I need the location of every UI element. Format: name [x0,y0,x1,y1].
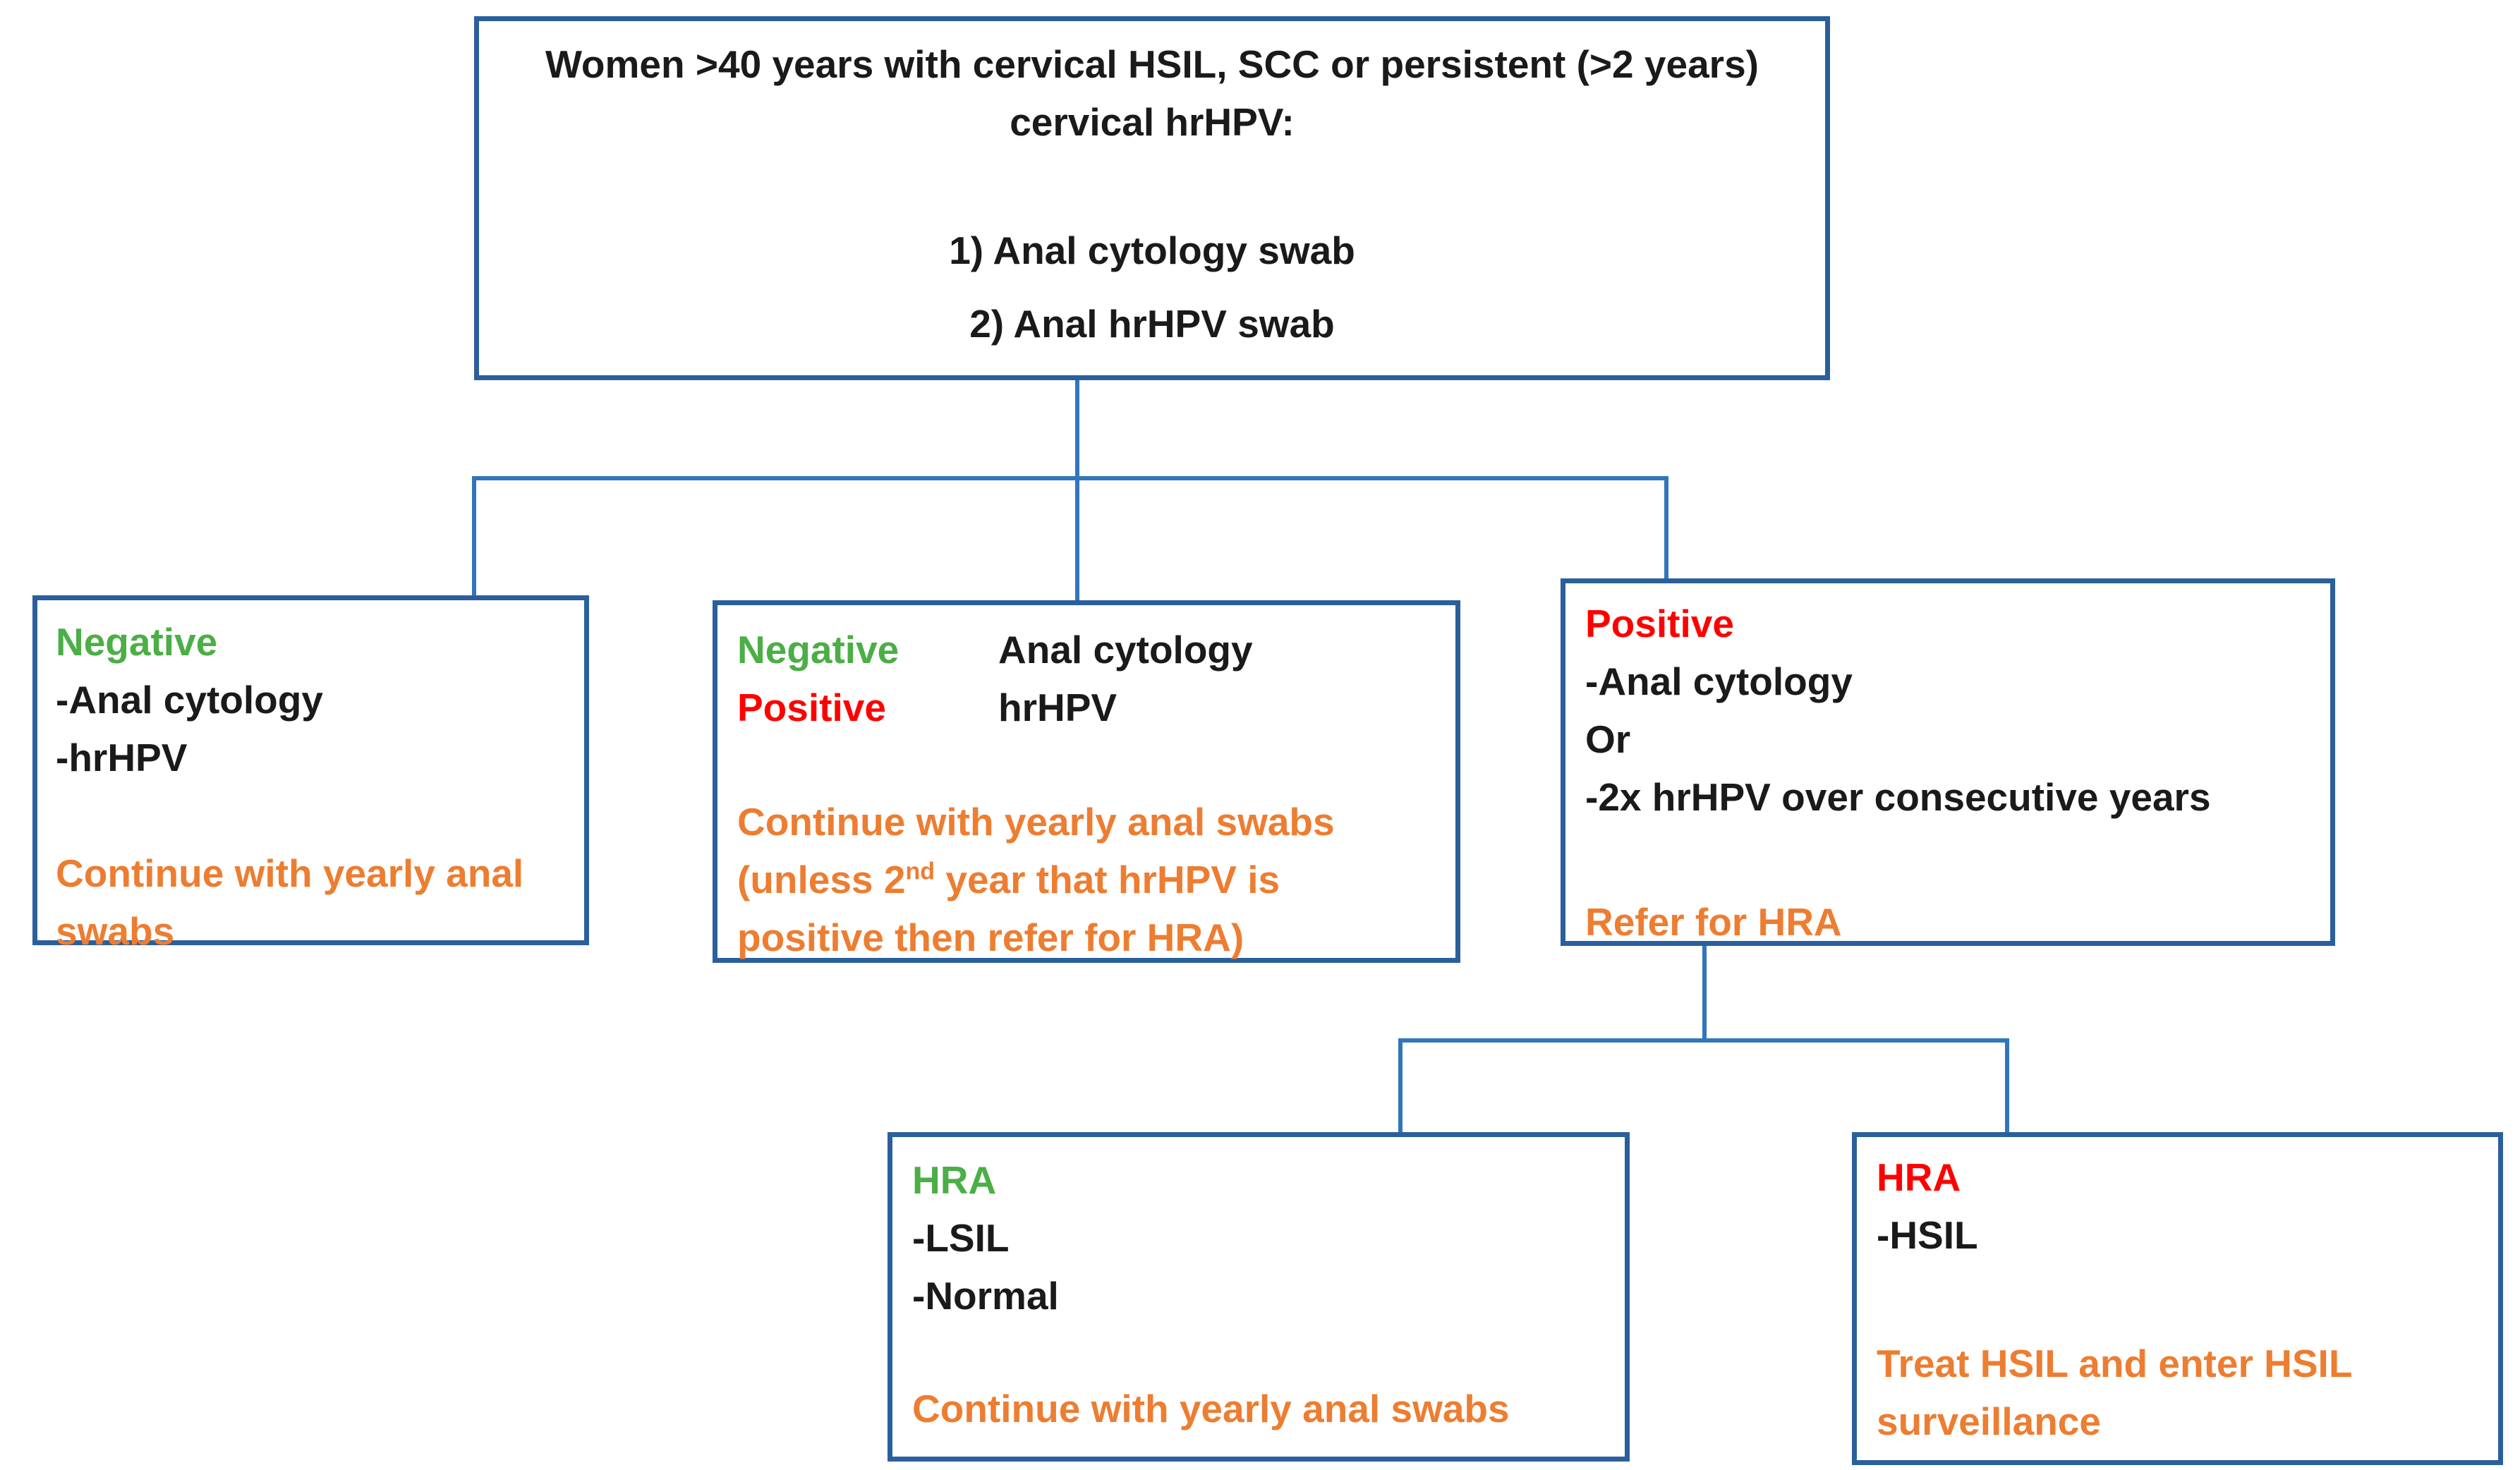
connector-drop-positive [1664,476,1668,581]
node-hra-hsil: HRA -HSIL Treat HSIL and enter HSIL surv… [1852,1132,2503,1465]
detail-hsil: -HSIL [1877,1213,1978,1257]
action-refer-hra: Refer for HRA [1585,900,1842,944]
node-positive: Positive -Anal cytology Or -2x hrHPV ove… [1561,578,2335,946]
action-yearly-swabs: Continue with yearly anal swabs [56,851,524,953]
start-step-1: 1) Anal cytology swab [949,229,1355,272]
action-line-1: Continue with yearly anal swabs [737,800,1335,844]
node-mixed-result: Negative Anal cytology Positive hrHPV Co… [713,600,1460,963]
start-step-2: 2) Anal hrHPV swab [969,302,1335,346]
connector-hra-horizontal [1400,1038,2007,1043]
result-label-hra: HRA [1877,1155,1961,1199]
start-title-line2: cervical hrHPV: [1010,100,1295,144]
detail-normal: -Normal [912,1274,1059,1318]
connector-positive-stem [1702,944,1707,1040]
action-yearly-swabs: Continue with yearly anal swabs [912,1387,1510,1430]
action-yearly-swabs-conditional: Continue with yearly anal swabs (unless … [737,793,1436,966]
result-label-hra: HRA [912,1158,997,1202]
result-row-hrhpv: Positive hrHPV [737,679,1436,736]
action-treat-hsil: Treat HSIL and enter HSIL surveillance [1877,1342,2352,1443]
result-label-negative: Negative [737,628,899,672]
detail-hrhpv: -hrHPV [56,736,188,779]
result-row-cytology: Negative Anal cytology [737,621,1436,679]
connector-drop-hra-positive [2005,1038,2009,1134]
detail-2x-hrhpv: -2x hrHPV over consecutive years [1585,775,2211,819]
connector-top-stem [1075,380,1079,478]
result-label-positive: Positive [737,686,886,729]
detail-lsil: -LSIL [912,1216,1010,1260]
action-line-2-prefix: (unless 2 [737,858,906,901]
connector-drop-hra-negative [1398,1038,1403,1134]
result-label-negative: Negative [56,620,218,664]
test-label-hrhpv: hrHPV [998,686,1117,729]
ordinal-superscript: nd [905,858,935,885]
node-hra-lsil-normal: HRA -LSIL -Normal Continue with yearly a… [888,1132,1630,1462]
start-title-line1: Women >40 years with cervical HSIL, SCC … [545,42,1759,86]
result-label-positive: Positive [1585,602,1734,645]
detail-or: Or [1585,717,1631,761]
start-node-screening-criteria: Women >40 years with cervical HSIL, SCC … [474,16,1830,380]
action-line-2: (unless 2nd year that hrHPV is positive … [737,851,1436,966]
test-label-anal-cytology: Anal cytology [998,628,1253,672]
connector-branch-horizontal [474,476,1668,480]
node-both-negative: Negative -Anal cytology -hrHPV Continue … [32,595,589,953]
connector-drop-mixed [1075,476,1079,602]
action-line-2-suffix: year that hrHPV is positive then refer f… [737,858,1280,959]
detail-anal-cytology: -Anal cytology [56,678,323,722]
connector-drop-negative [472,476,476,597]
detail-anal-cytology: -Anal cytology [1585,660,1853,703]
